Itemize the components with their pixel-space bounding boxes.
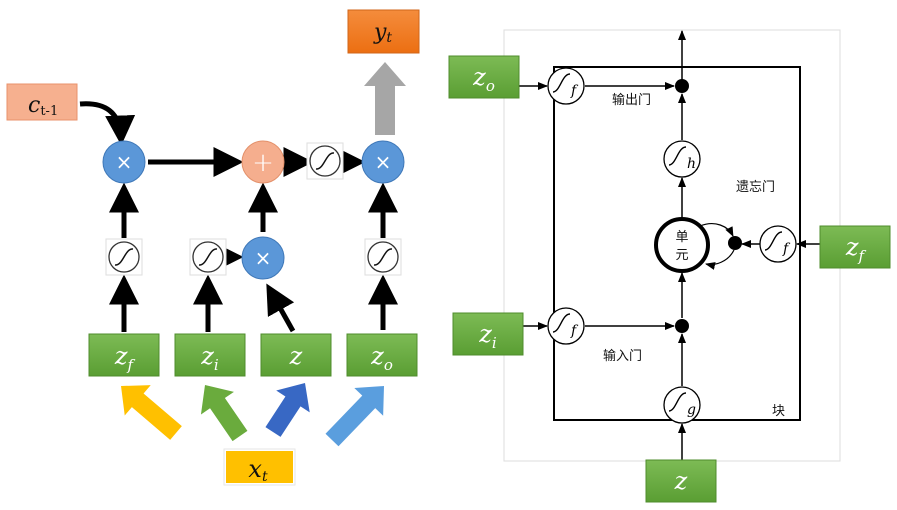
activation-cell-in-icon: g	[663, 386, 701, 424]
gate-label: z	[472, 63, 486, 91]
gate-label: z	[114, 342, 128, 370]
input-arrow-zi	[200, 385, 248, 442]
activation-label: f	[782, 241, 791, 257]
activation-output-gate-icon: f	[547, 67, 585, 105]
prev-cell-label: c	[28, 93, 40, 118]
input-multiply-dot	[675, 319, 689, 333]
output-gate-label: 输出门	[612, 92, 651, 108]
svg-text:ct-1: ct-1	[28, 93, 58, 119]
svg-text:yt: yt	[373, 20, 392, 46]
svg-text:zf: zf	[114, 342, 136, 374]
gate-box-z: z	[645, 459, 717, 503]
multiply-symbol: ×	[255, 246, 272, 270]
cell-label-1: 单	[675, 230, 688, 245]
activation-label: g	[687, 402, 696, 418]
input-xt-box: xt	[223, 448, 296, 486]
svg-text:zo: zo	[370, 342, 393, 374]
activation-label: f	[570, 323, 579, 339]
sigmoid-icon	[189, 238, 227, 276]
gate-subscript: f	[858, 247, 867, 265]
multiply-symbol: ×	[116, 150, 133, 174]
cell-add-node: +	[241, 140, 285, 184]
z-arrow	[266, 283, 296, 333]
input-arrow-zo	[325, 386, 384, 447]
block-label: 块	[772, 404, 785, 419]
output-multiply-dot	[675, 79, 689, 93]
output-yt-box: yt	[347, 9, 420, 54]
svg-text:z: z	[289, 342, 303, 370]
gate-subscript: f	[127, 356, 136, 374]
gate-label: z	[370, 342, 384, 370]
forget-multiply-dot	[728, 236, 742, 250]
input-multiply-node: ×	[241, 236, 285, 280]
gate-subscript: i	[214, 356, 219, 374]
left-lstm-diagram: yt ct-1 × + ×	[6, 9, 420, 486]
gate-box-zo: zo	[346, 333, 418, 377]
activation-cell-out-icon: h	[663, 140, 701, 178]
gate-box-zo: zo	[448, 55, 520, 99]
gate-subscript: o	[486, 77, 495, 95]
gate-label: z	[478, 320, 492, 348]
activation-label: f	[570, 83, 579, 99]
add-symbol: +	[252, 148, 274, 178]
svg-text:z: z	[674, 467, 688, 495]
svg-text:zf: zf	[845, 233, 867, 265]
svg-text:zi: zi	[478, 320, 497, 352]
input-arrow-zf	[121, 385, 182, 440]
prev-cell-subscript: t-1	[40, 104, 58, 119]
sigmoid-icon	[306, 142, 344, 180]
gate-box-zf: zf	[88, 333, 160, 377]
gate-subscript: o	[384, 356, 393, 374]
prev-cell-arrow	[79, 101, 136, 146]
input-subscript: t	[262, 469, 268, 485]
output-subscript: t	[386, 30, 392, 46]
input-label: x	[248, 455, 262, 483]
output-label: y	[373, 20, 387, 45]
gate-box-zi: zi	[452, 312, 524, 356]
gate-box-zf: zf	[819, 225, 891, 269]
cell-label-2: 元	[675, 248, 688, 263]
recurrent-loop-top	[699, 223, 734, 237]
activation-input-gate-icon: f	[547, 307, 585, 345]
prev-cell-box: ct-1	[6, 83, 78, 121]
gate-label: z	[200, 342, 214, 370]
recurrent-loop-bottom	[705, 249, 735, 270]
gate-label: z	[845, 233, 859, 261]
svg-text:zo: zo	[472, 63, 495, 95]
activation-label: h	[687, 156, 696, 172]
gate-subscript: i	[492, 334, 497, 352]
input-gate-label: 输入门	[603, 348, 642, 364]
memory-cell: 单 元	[654, 217, 710, 273]
output-multiply-node: ×	[361, 140, 405, 184]
svg-text:xt: xt	[248, 455, 268, 485]
gate-box-zi: zi	[174, 333, 246, 377]
gate-label: z	[289, 342, 303, 370]
gate-box-z: z	[260, 333, 332, 377]
sigmoid-icon	[105, 238, 143, 276]
multiply-symbol: ×	[375, 150, 392, 174]
forget-multiply-node: ×	[102, 140, 146, 184]
sigmoid-icon	[364, 238, 402, 276]
gate-label: z	[674, 467, 688, 495]
svg-text:zi: zi	[200, 342, 219, 374]
forget-gate-label: 遗忘门	[736, 180, 775, 195]
activation-forget-gate-icon: f	[759, 225, 797, 263]
input-arrow-z	[265, 383, 310, 437]
output-gray-arrow	[364, 62, 406, 135]
